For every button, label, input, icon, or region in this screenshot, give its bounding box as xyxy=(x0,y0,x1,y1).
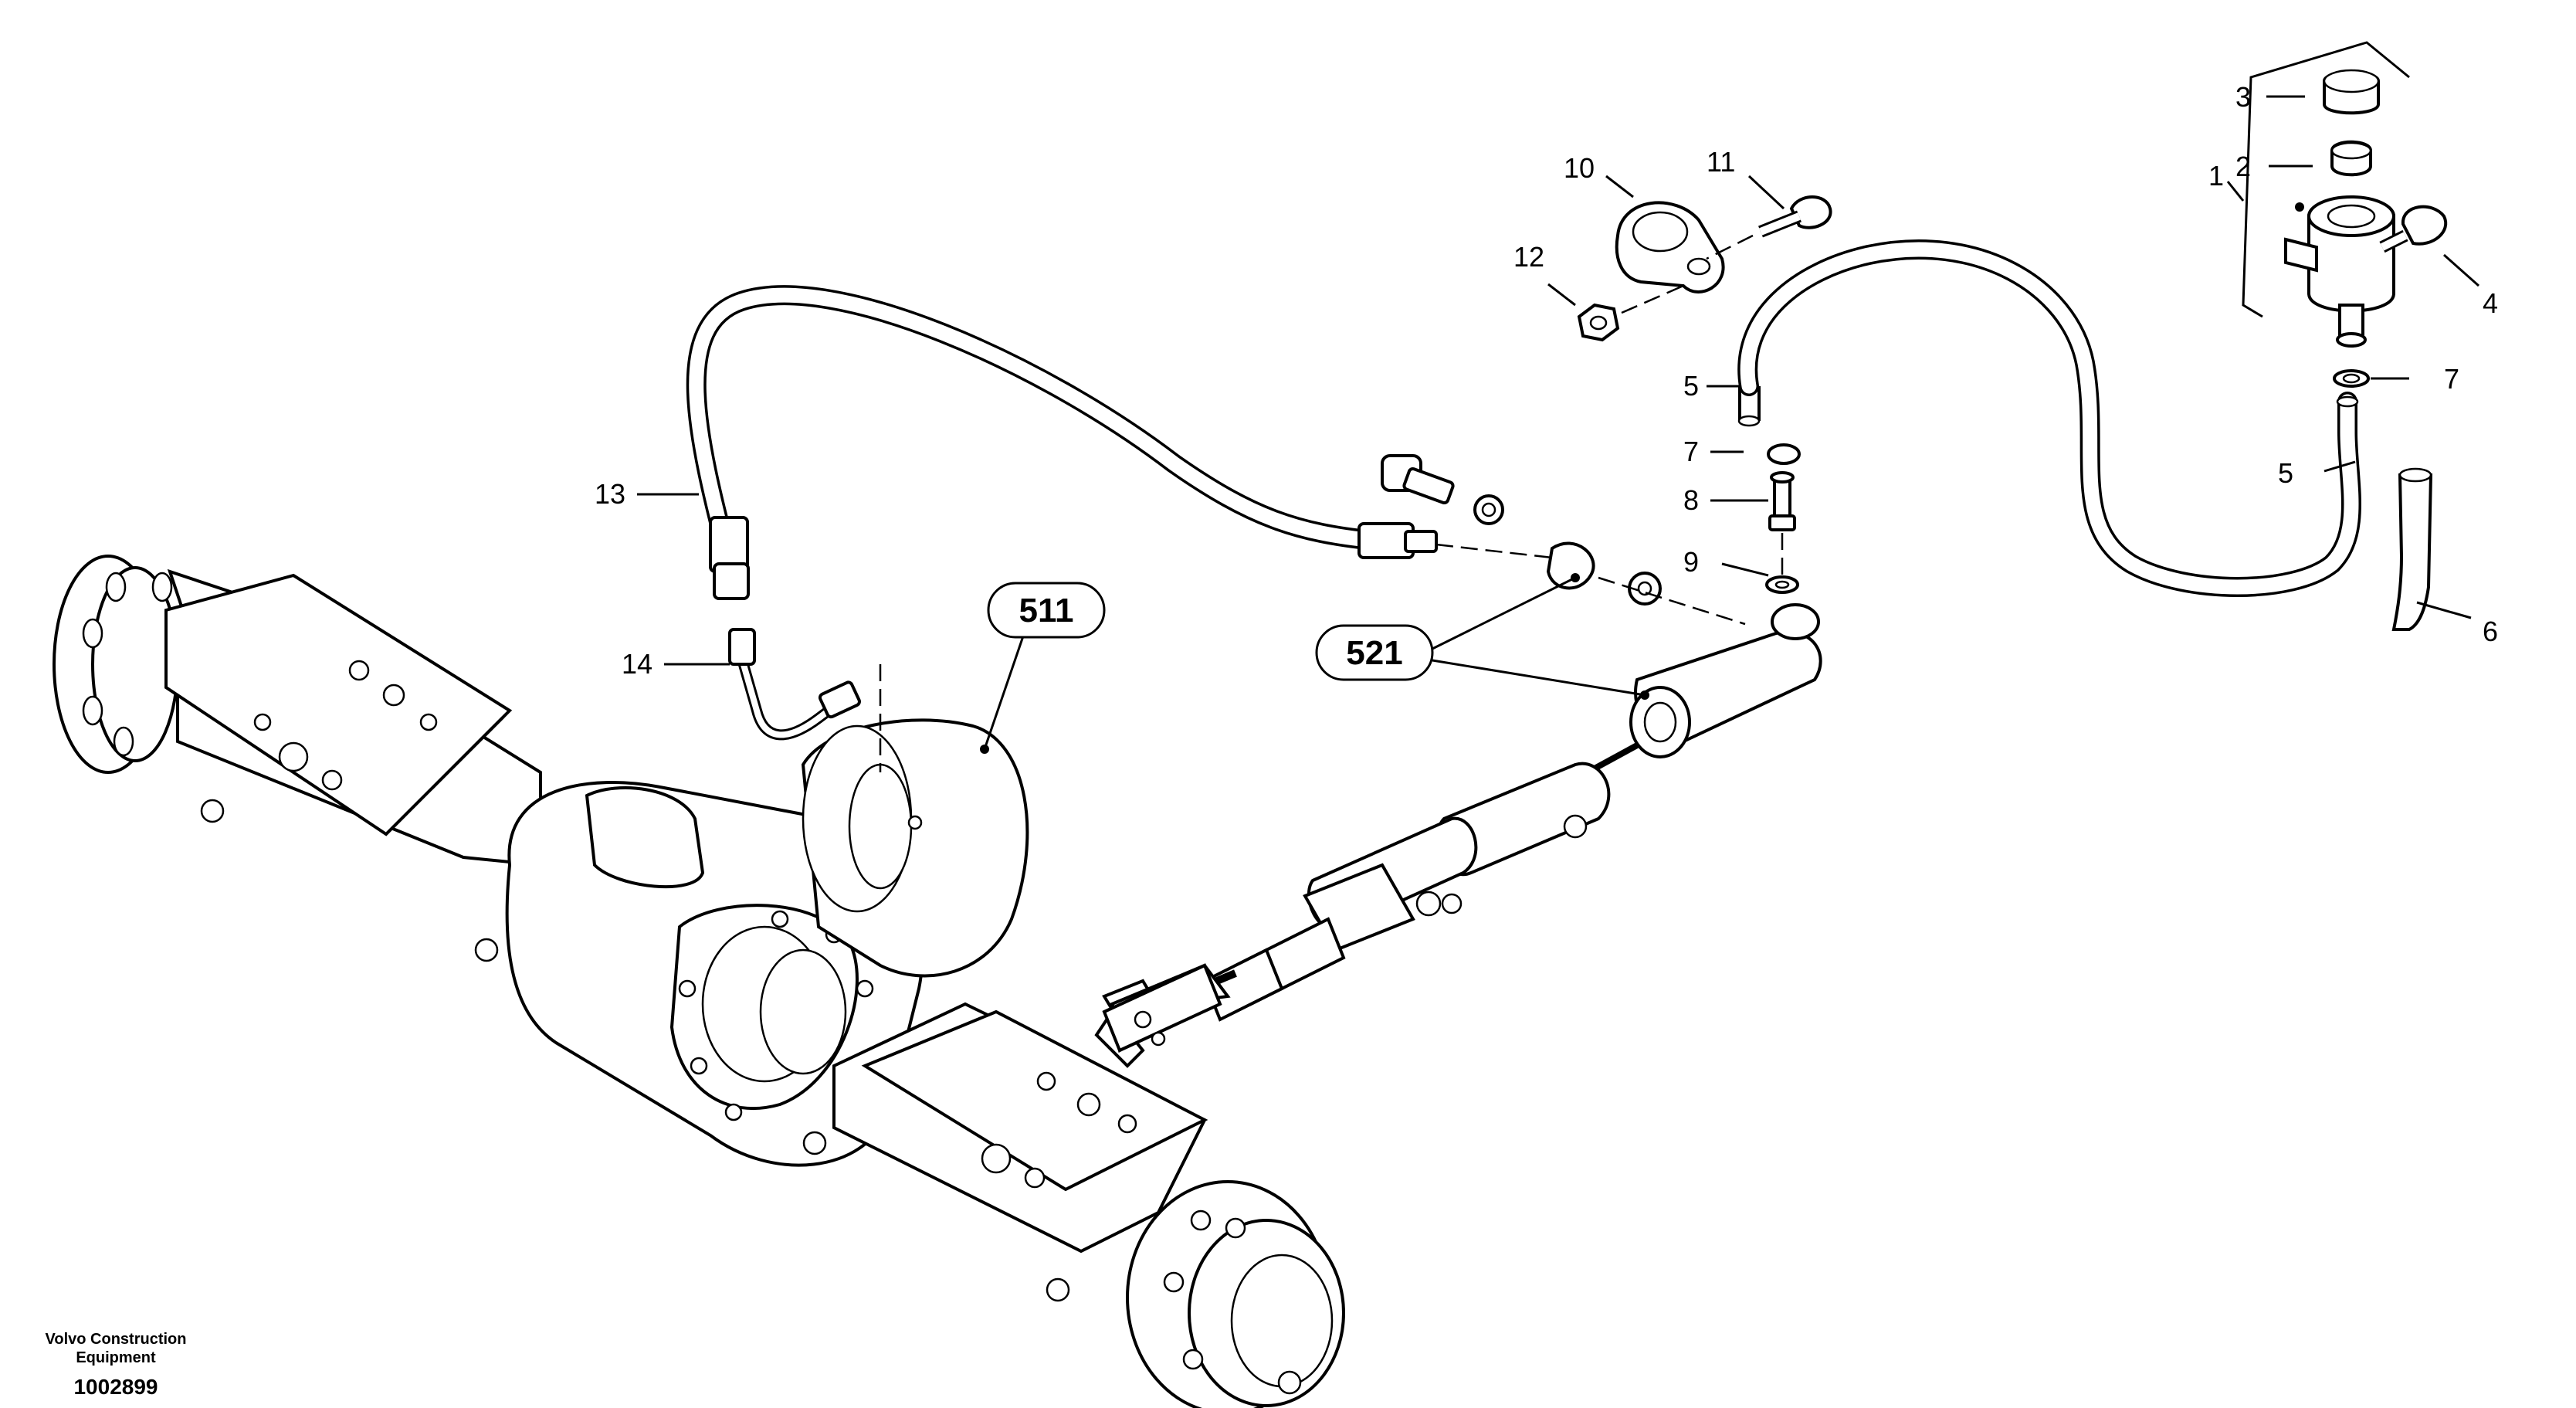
reservoir-kit-bracket xyxy=(2242,41,2410,318)
callout-13: 13 xyxy=(595,478,625,510)
callout-12: 12 xyxy=(1513,241,1544,273)
connector-stack xyxy=(1765,443,1801,594)
reference-511-label: 511 xyxy=(1019,592,1074,629)
callout-7a: 7 xyxy=(1683,436,1699,467)
callout-5b: 5 xyxy=(2278,457,2293,489)
callout-3: 3 xyxy=(2235,81,2251,113)
axle-assembly xyxy=(53,555,1345,1408)
callout-14: 14 xyxy=(622,648,652,680)
callout-2: 2 xyxy=(2235,151,2251,182)
callout-1: 1 xyxy=(2208,160,2224,192)
brand-block: Volvo Construction Equipment xyxy=(31,1330,201,1367)
callout-7b: 7 xyxy=(2444,363,2459,395)
callout-6: 6 xyxy=(2483,616,2498,647)
screw-4 xyxy=(2379,205,2448,253)
clamp-assembly xyxy=(1577,195,1832,342)
callout-9: 9 xyxy=(1683,546,1699,578)
brake-hose-13 xyxy=(686,285,1438,600)
hose-6 xyxy=(2391,467,2433,631)
brand-line-1: Volvo Construction xyxy=(45,1331,187,1348)
brake-fluid-reservoir xyxy=(2284,69,2395,388)
callout-4: 4 xyxy=(2483,287,2498,319)
callouts: 1 2 3 4 5 5 6 7 7 8 9 10 11 12 13 14 xyxy=(595,81,2498,680)
reservoir-hose-5 xyxy=(1737,239,2361,597)
reference-521-label: 521 xyxy=(1346,634,1402,672)
drawing-number: 1002899 xyxy=(73,1375,158,1399)
leader-lines xyxy=(637,95,2479,754)
brand-line-2: Equipment xyxy=(76,1349,156,1366)
brake-pipe-14 xyxy=(728,628,882,772)
callout-5a: 5 xyxy=(1683,370,1699,402)
reference-521[interactable]: 521 xyxy=(1315,624,1434,681)
callout-11: 11 xyxy=(1707,146,1735,178)
callout-8: 8 xyxy=(1683,484,1699,516)
clevis xyxy=(1102,963,1222,1053)
banjo-fitting xyxy=(1381,454,1746,626)
reference-511[interactable]: 511 xyxy=(987,582,1106,639)
callout-10: 10 xyxy=(1564,152,1595,184)
